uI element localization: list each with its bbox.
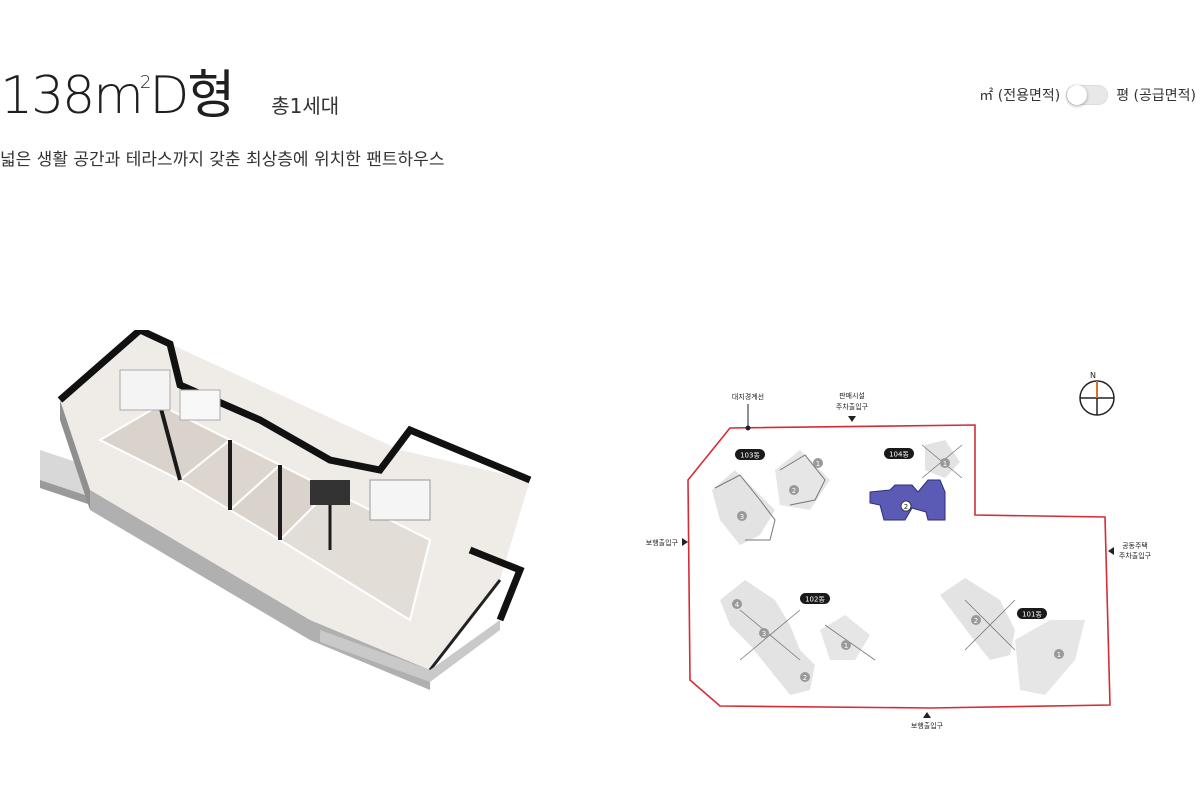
building-101: 2 1 — [940, 578, 1085, 695]
highlight-unit — [869, 479, 946, 521]
east-label-2: 주차출입구 — [1119, 551, 1152, 560]
site-boundary — [687, 424, 1111, 709]
floorplan-3d-image — [40, 330, 532, 690]
south-pedestrian-label: 보행출입구 — [911, 721, 944, 730]
building-103-label: 103동 — [740, 452, 760, 460]
building-104: 1 2 — [869, 440, 963, 521]
right-unit: 평 — [1116, 88, 1130, 104]
compass-icon — [1079, 380, 1115, 416]
type-unit: m — [93, 66, 144, 126]
type-unit-sup: 2 — [139, 72, 152, 93]
area-unit-toggle: ㎡ (전용면적) 평 (공급면적) — [979, 85, 1196, 105]
west-pedestrian-label: 보행출입구 — [646, 538, 679, 547]
title-row: 138m2D형 총1세대 — [0, 70, 339, 122]
unit-101-1: 1 — [1057, 651, 1061, 659]
unit-102-2: 2 — [803, 674, 807, 682]
left-unit: ㎡ — [979, 88, 994, 104]
building-102: 4 3 2 1 — [720, 580, 876, 695]
unit-102-4: 4 — [735, 601, 740, 609]
right-unit-label: (공급면적) — [1133, 88, 1196, 104]
unit-102-3: 3 — [762, 630, 766, 638]
unit-104-1: 1 — [943, 460, 947, 468]
unit-104-2: 2 — [904, 503, 908, 511]
retail-label-2: 주차출입구 — [836, 402, 869, 411]
unit-type-title: 138m2D형 — [0, 70, 235, 122]
type-suffix: D형 — [149, 66, 235, 126]
unit-count: 총1세대 — [271, 94, 340, 118]
site-plan-map: 대지경계선 판매시설 주차출입구 보행출입구 공동주택 주차출입구 보행출입구 … — [646, 371, 1152, 730]
unit-103-3: 3 — [740, 513, 744, 521]
unit-102-1: 1 — [844, 642, 848, 650]
building-103: 3 2 1 — [712, 450, 830, 545]
compass-n-label: N — [1090, 371, 1096, 380]
unit-101-2: 2 — [974, 617, 978, 625]
type-area: 138 — [0, 66, 95, 126]
building-102-label: 102동 — [805, 596, 825, 604]
boundary-label: 대지경계선 — [732, 392, 764, 401]
toggle-knob — [1067, 85, 1088, 105]
unit-103-1: 1 — [816, 460, 820, 468]
building-101-label: 101동 — [1022, 611, 1042, 619]
unit-description: 넓은 생활 공간과 테라스까지 갖춘 최상층에 위치한 팬트하우스 — [0, 150, 445, 170]
area-toggle-switch[interactable] — [1066, 85, 1109, 105]
east-label-1: 공동주택 — [1122, 541, 1148, 550]
retail-label-1: 판매시설 — [839, 391, 865, 400]
building-104-label: 104동 — [889, 451, 909, 459]
left-unit-label: (전용면적) — [997, 88, 1061, 104]
unit-103-2: 2 — [792, 487, 796, 495]
